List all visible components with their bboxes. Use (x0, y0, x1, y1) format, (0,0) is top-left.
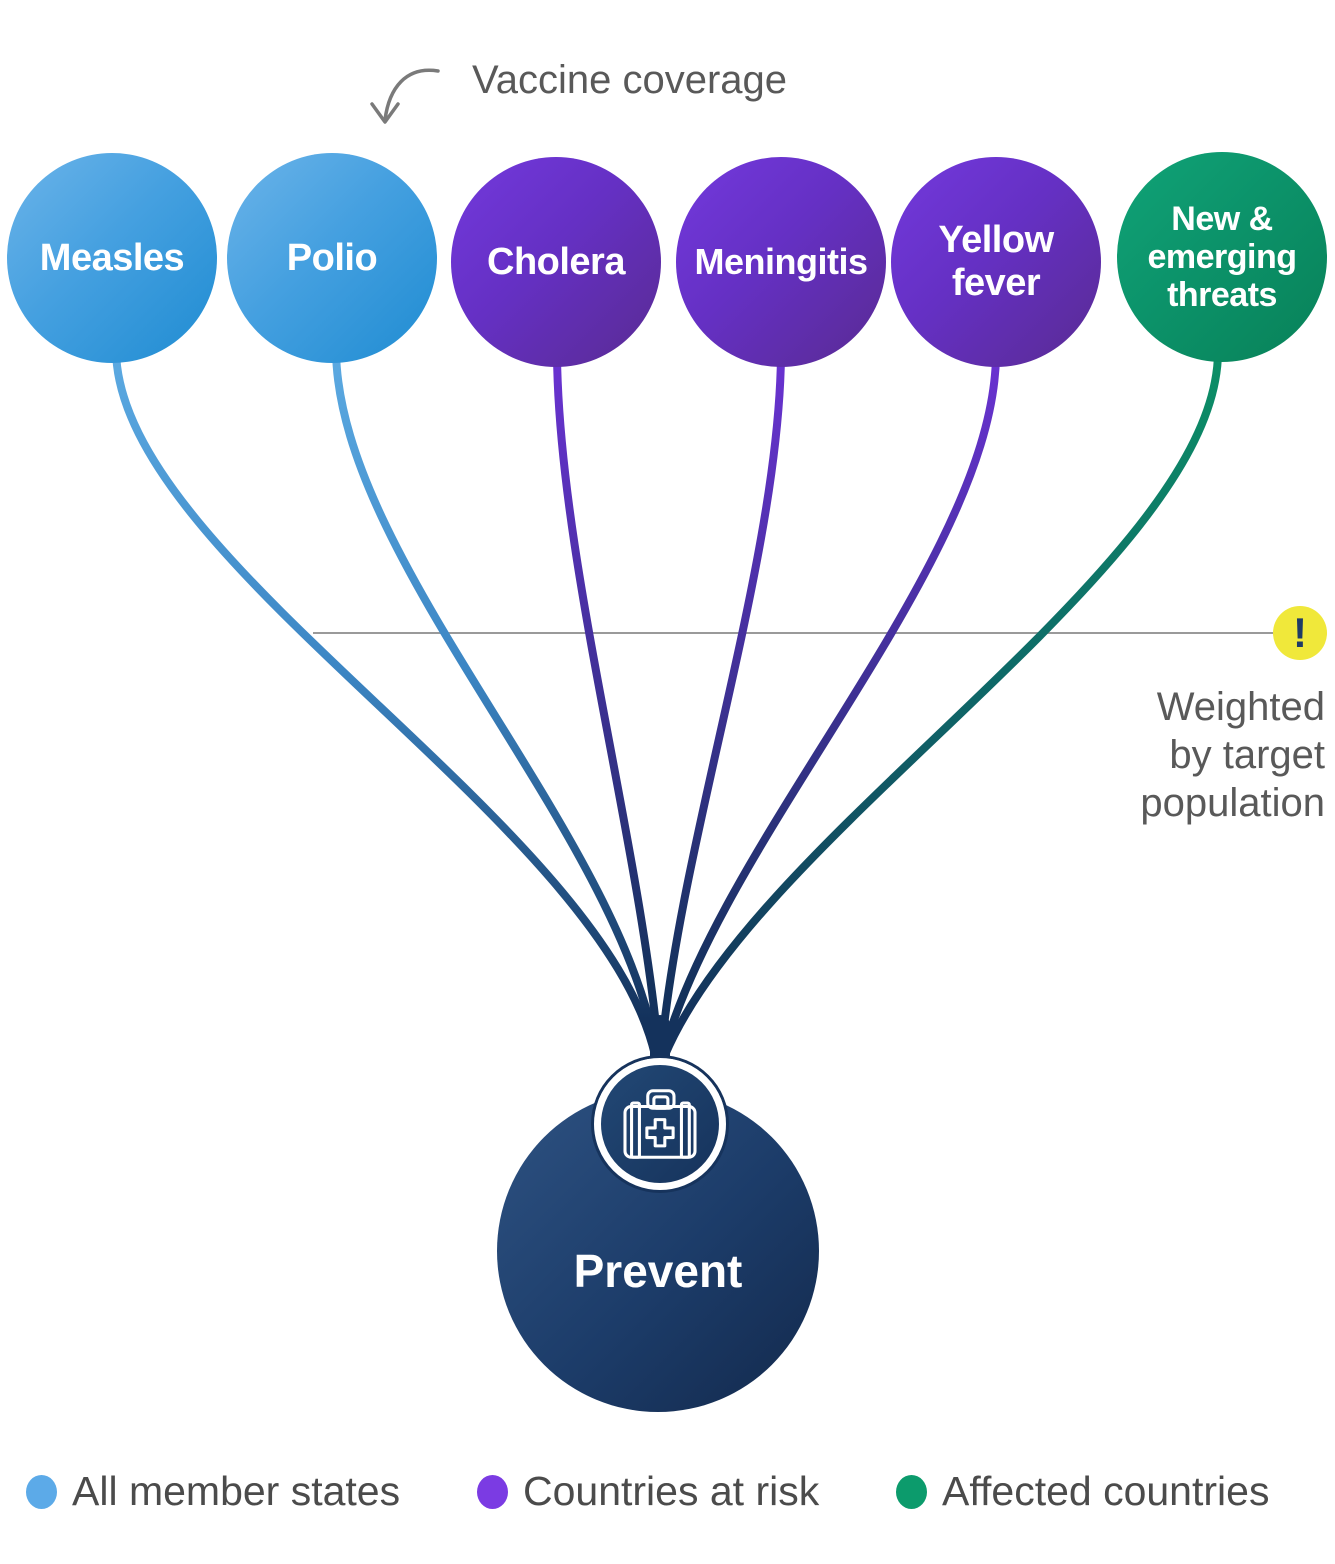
balloon-label: Measles (39, 236, 185, 279)
balloon-measles: Measles (7, 153, 217, 363)
balloon-polio: Polio (227, 153, 437, 363)
balloon-cholera: Cholera (451, 157, 661, 367)
exclamation-glyph: ! (1293, 609, 1307, 656)
string-yellow-fever (659, 354, 1000, 1057)
exclamation-icon: ! (1273, 606, 1327, 660)
string-measles (112, 349, 659, 1056)
prevent-label: Prevent (573, 1245, 743, 1297)
string-polio (332, 349, 661, 1056)
legend-item-all-member-states: All member states (26, 1468, 400, 1515)
legend-item-countries-at-risk: Countries at risk (477, 1468, 819, 1515)
balloon-yellow-fever: Yellow fever (891, 157, 1101, 367)
balloon-label: Yellow fever (938, 219, 1054, 304)
balloon-label: Polio (286, 236, 378, 279)
curved-arrow-icon (370, 68, 440, 124)
string-meningitis (657, 354, 785, 1056)
legend-label: Affected countries (942, 1468, 1270, 1514)
legend-dot-purple-icon (477, 1474, 508, 1509)
legend-dot-blue-icon (26, 1474, 57, 1509)
weighted-note-line: by target (1169, 733, 1325, 777)
weighted-note: Weighted by target population (1065, 683, 1325, 827)
prevent-icon-circle (594, 1058, 726, 1190)
weighted-note-line: population (1140, 781, 1325, 825)
first-aid-kit-icon (623, 1089, 697, 1159)
balloon-meningitis: Meningitis (676, 157, 886, 367)
balloon-label: Cholera (487, 240, 625, 283)
legend-label: Countries at risk (523, 1468, 820, 1514)
vaccine-coverage-note: Vaccine coverage (472, 58, 787, 102)
legend-label: All member states (72, 1468, 401, 1514)
string-cholera (553, 354, 663, 1056)
legend-dot-green-icon (896, 1474, 927, 1509)
balloon-new-emerging: New & emerging threats (1117, 152, 1327, 362)
legend-item-affected-countries: Affected countries (896, 1468, 1269, 1515)
balloon-label: Meningitis (694, 240, 869, 282)
string-new-emerging (661, 349, 1223, 1057)
balloon-label: New & emerging threats (1147, 199, 1297, 315)
weighted-note-line: Weighted (1156, 685, 1325, 729)
